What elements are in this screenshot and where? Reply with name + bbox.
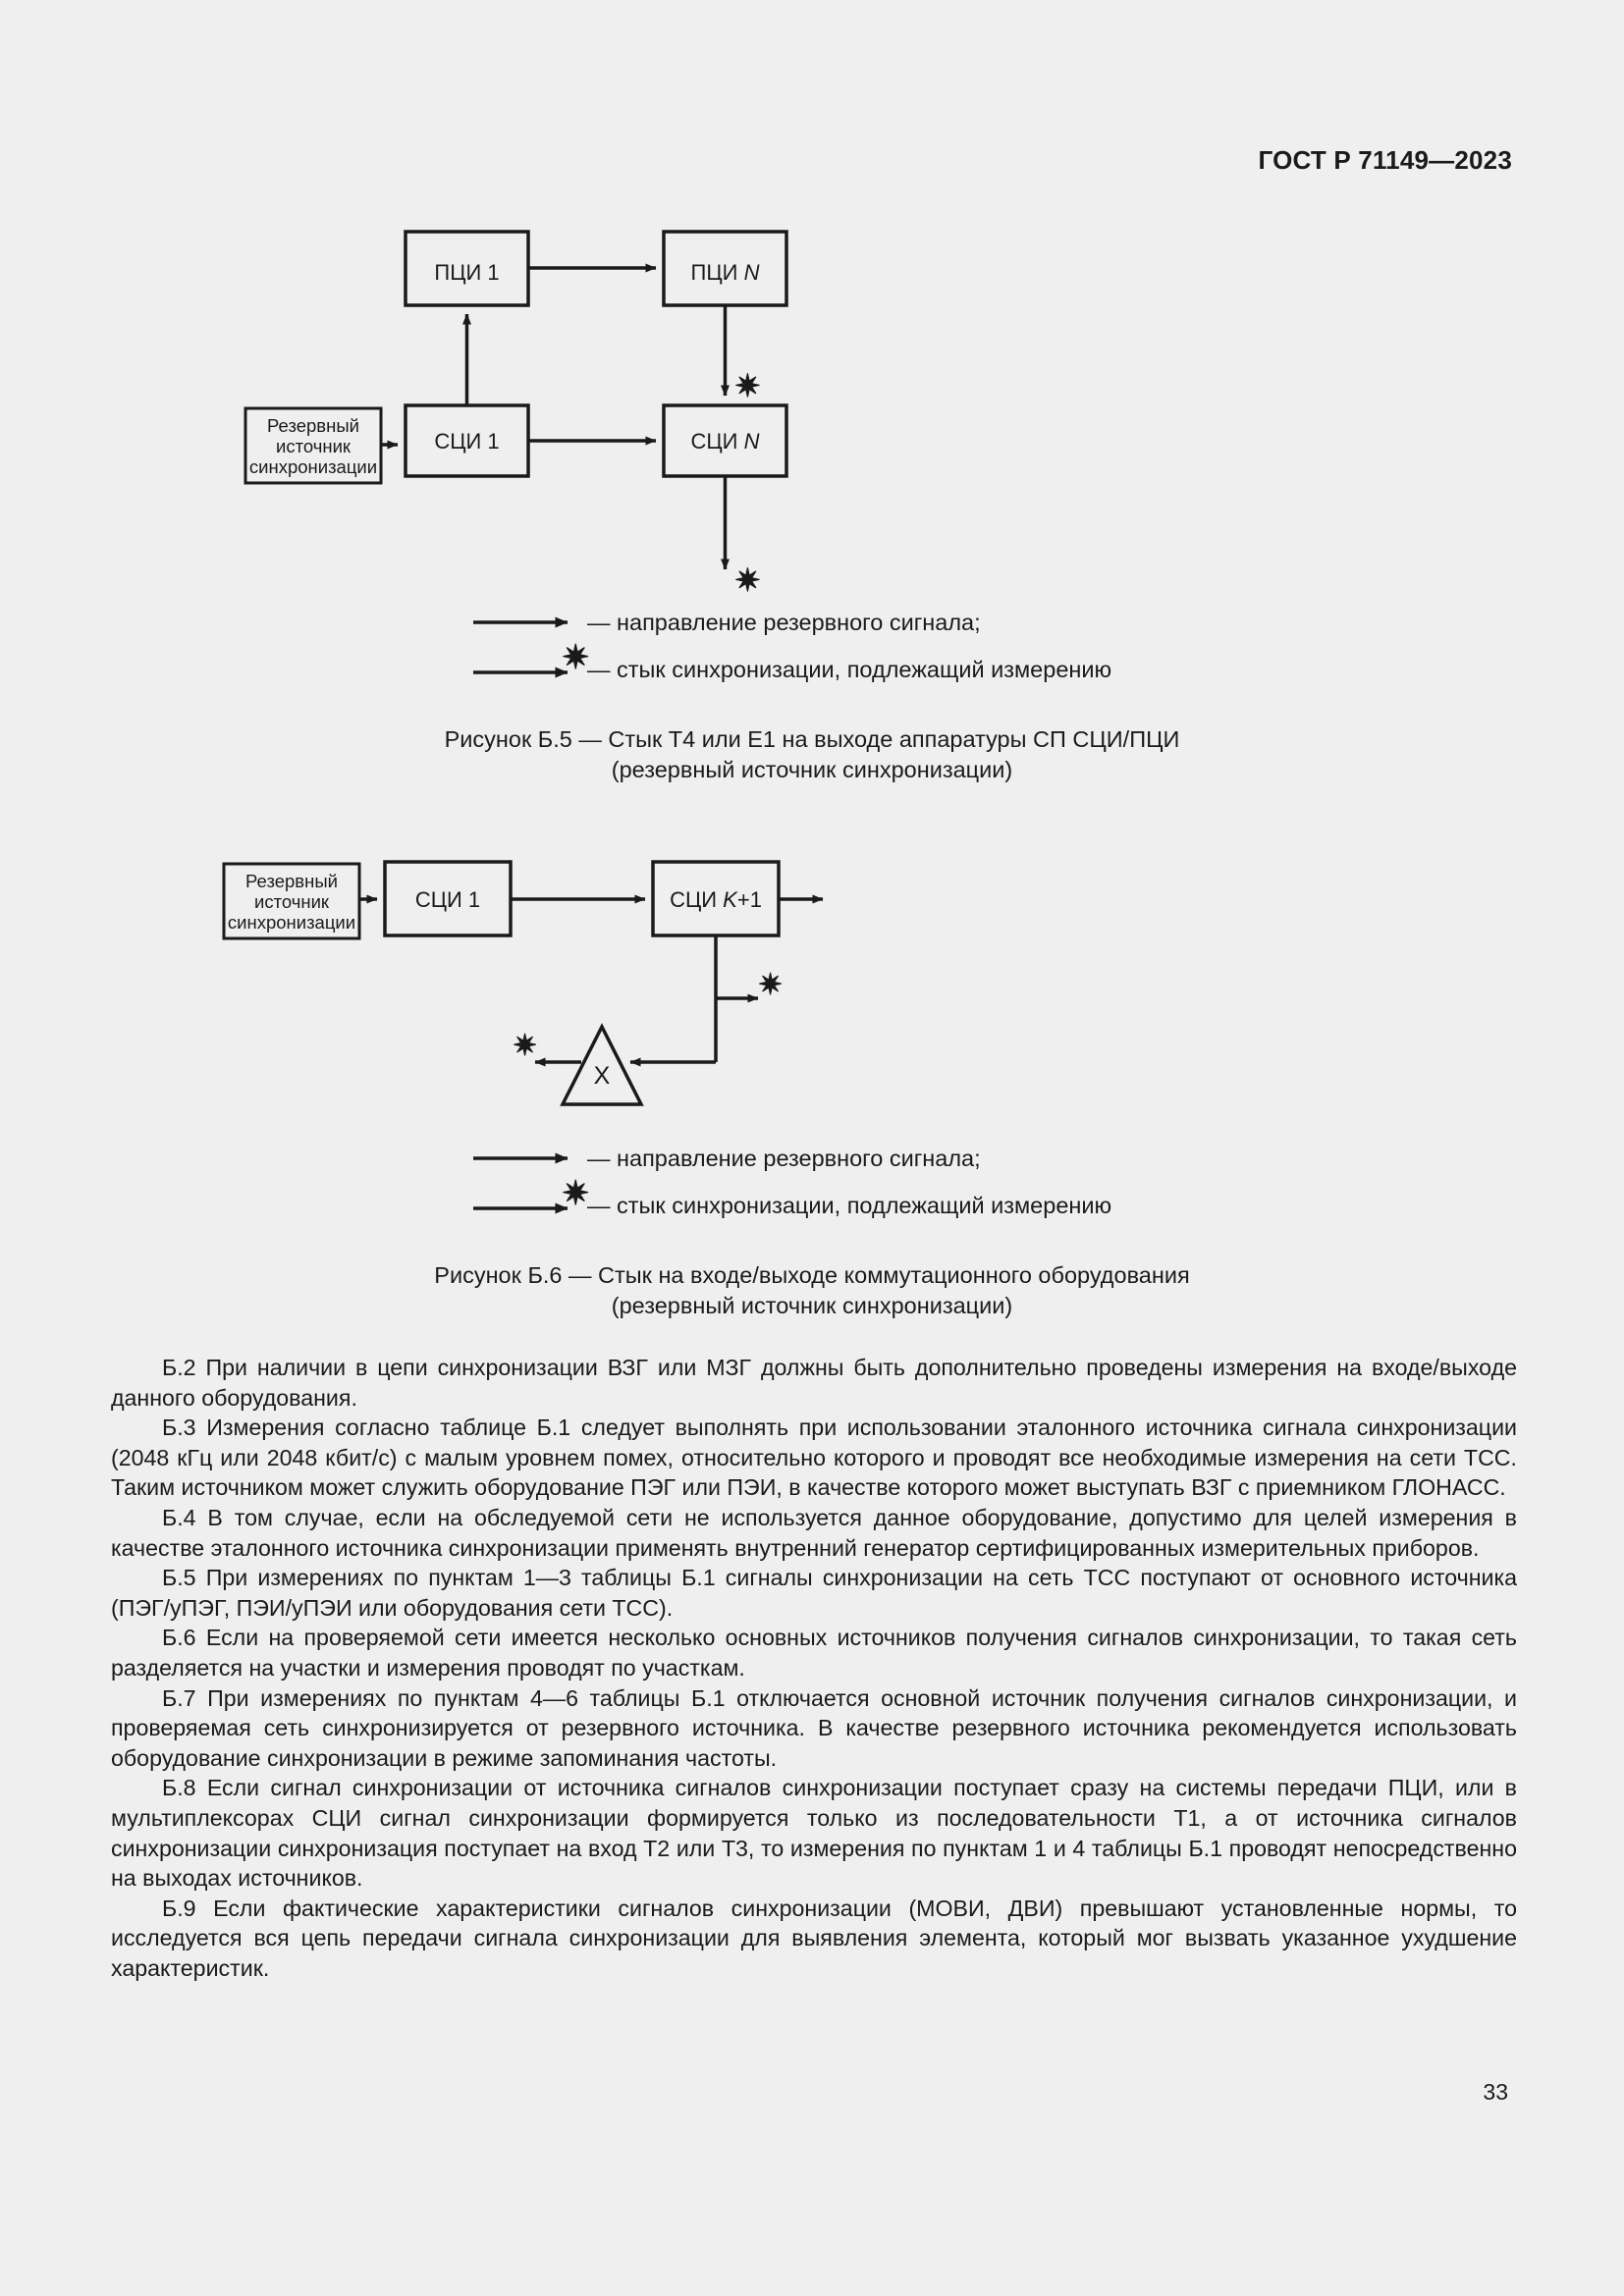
box-sdh-1-b6: [383, 860, 513, 937]
box-reserve-source-b5-line3: синхронизации: [249, 456, 377, 477]
measurement-star-icon-3: ✷: [758, 969, 783, 1001]
body-paragraph: Б.9 Если фактические характеристики сигн…: [111, 1895, 1517, 1981]
legend-row-star-b5: ✷ — стык синхронизации, подлежащий измер…: [0, 641, 1624, 695]
box-pdh-1: [404, 230, 530, 307]
box-pdh-1-label: ПЦИ 1: [434, 260, 499, 285]
figure-b6-caption-line1: Рисунок Б.6 — Стык на входе/выходе комму…: [434, 1262, 1190, 1288]
legend-arrow-label-b6: — направление резервного сигнала;: [587, 1145, 981, 1171]
figure-b6-caption-line2: (резервный источник синхронизации): [611, 1293, 1013, 1319]
switch-triangle: [560, 1023, 644, 1106]
box-reserve-source-b6-line1: Резервный: [245, 871, 338, 891]
box-sdh-k-plus-1-label: СЦИ K+1: [670, 887, 762, 912]
body-paragraph: Б.3 Измерения согласно таблице Б.1 следу…: [111, 1415, 1517, 1501]
measurement-star-icon-2: ✷: [734, 562, 761, 598]
box-reserve-source-b6-line3: синхронизации: [228, 912, 355, 933]
figure-b6-caption: Рисунок Б.6 — Стык на входе/выходе комму…: [0, 1260, 1624, 1321]
box-sdh-1-b5: [404, 403, 530, 478]
body-paragraph: Б.6 Если на проверяемой сети имеется нес…: [111, 1625, 1517, 1681]
figure-b5-caption-line2: (резервный источник синхронизации): [611, 757, 1013, 783]
box-reserve-source-b5-line2: источник: [276, 436, 352, 456]
figure-b5-caption: Рисунок Б.5 — Стык Т4 или Е1 на выходе а…: [0, 724, 1624, 785]
legend-star-label-b6: — стык синхронизации, подлежащий измерен…: [587, 1192, 1112, 1218]
body-paragraph: Б.5 При измерениях по пунктам 1—3 таблиц…: [111, 1565, 1517, 1621]
legend-arrow-icon-b6: [471, 1144, 577, 1173]
box-reserve-source-b6-line2: источник: [254, 891, 330, 912]
figure-b5-caption-line1: Рисунок Б.5 — Стык Т4 или Е1 на выходе а…: [444, 726, 1180, 752]
box-sdh-1-b5-label: СЦИ 1: [434, 429, 499, 454]
box-sdh-k-plus-1: [651, 860, 781, 937]
legend-star-arrow-icon-b5: ✷: [471, 641, 590, 684]
box-reserve-source-b5-line1: Резервный: [267, 415, 359, 436]
body-paragraph: Б.2 При наличии в цепи синхронизации ВЗГ…: [111, 1355, 1517, 1411]
body-paragraph: Б.7 При измерениях по пунктам 4—6 таблиц…: [111, 1684, 1517, 1771]
measurement-star-icon-4: ✷: [513, 1030, 537, 1062]
figure-b6-legend: — направление резервного сигнала; ✷ — ст…: [0, 1137, 1624, 1231]
legend-star-icon-b5: ✷: [562, 639, 590, 676]
body-text-block: Б.2 При наличии в цепи синхронизации ВЗГ…: [111, 1353, 1517, 1983]
measurement-star-icon-1: ✷: [734, 368, 761, 403]
box-pdh-n: [662, 230, 788, 307]
legend-star-label-b5: — стык синхронизации, подлежащий измерен…: [587, 656, 1112, 682]
box-sdh-1-b6-label: СЦИ 1: [415, 887, 480, 912]
legend-row-arrow-b6: — направление резервного сигнала;: [0, 1137, 1624, 1180]
document-standard-header: ГОСТ Р 71149—2023: [1258, 145, 1512, 175]
switch-label: X: [594, 1062, 611, 1090]
figure-b5-svg: ПЦИ 1 ПЦИ N Резервный источник синхрониз…: [244, 230, 788, 598]
box-pdh-n-label: ПЦИ N: [691, 260, 760, 285]
body-paragraph: Б.4 В том случае, если на обследуемой се…: [111, 1504, 1517, 1561]
legend-arrow-label-b5: — направление резервного сигнала;: [587, 609, 981, 635]
figure-b5-diagram: ПЦИ 1 ПЦИ N Резервный источник синхрониз…: [0, 0, 1624, 628]
page-number: 33: [1483, 2079, 1508, 2105]
legend-row-arrow-b5: — направление резервного сигнала;: [0, 601, 1624, 644]
body-paragraph: Б.8 Если сигнал синхронизации от источни…: [111, 1775, 1517, 1892]
box-sdh-n-b5-label: СЦИ N: [691, 429, 760, 454]
box-reserve-source-b5: [244, 406, 383, 485]
legend-arrow-icon-b5: [471, 608, 577, 637]
legend-row-star-b6: ✷ — стык синхронизации, подлежащий измер…: [0, 1177, 1624, 1231]
box-reserve-source-b6: [222, 862, 361, 940]
legend-star-icon-b6: ✷: [562, 1175, 590, 1212]
figure-b5-legend: — направление резервного сигнала; ✷ — ст…: [0, 601, 1624, 695]
legend-star-arrow-icon-b6: ✷: [471, 1177, 590, 1220]
